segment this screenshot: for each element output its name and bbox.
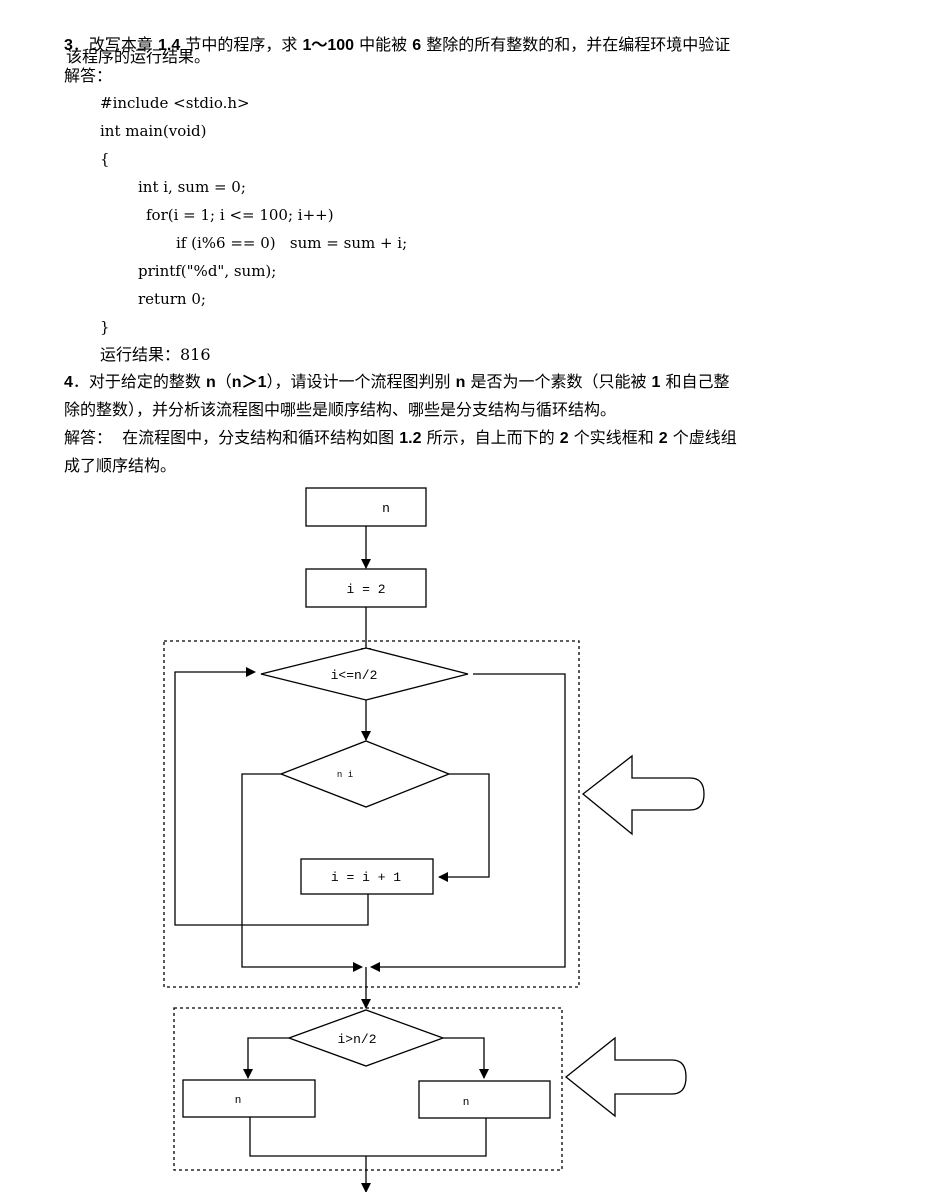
- code-line: int main(void): [100, 122, 207, 140]
- input-box-label: n: [382, 501, 390, 516]
- code-line: #include <stdio.h>: [100, 94, 250, 112]
- final-branch-left: [243, 1037, 289, 1079]
- code-line: return 0;: [138, 290, 206, 308]
- branch-right-line: [438, 773, 490, 882]
- loop-structure-box: [163, 640, 580, 988]
- loop-condition-label: i<=n/2: [331, 668, 378, 683]
- inner-condition-label: n i: [337, 770, 353, 780]
- input-box: [305, 487, 427, 527]
- question-number: 4: [64, 374, 73, 391]
- run-result: 运行结果：816: [100, 345, 211, 364]
- question-4-line2: 除的整数），并分析该流程图中哪些是顺序结构、哪些是分支结构与循环结构。: [64, 400, 617, 419]
- code-line: }: [100, 318, 110, 336]
- answer-label: 解答：: [64, 66, 113, 85]
- code-line: printf("%d", sum);: [138, 262, 277, 280]
- question-number: 3: [64, 37, 73, 54]
- merge-line: [249, 1117, 487, 1157]
- result-box-left: [182, 1079, 316, 1118]
- question-4-line1: 4．对于给定的整数 n（n＞1），请设计一个流程图判别 n 是否为一个素数（只能…: [64, 372, 730, 391]
- code-line: for(i = 1; i <= 100; i++): [146, 206, 334, 224]
- pointer-arrow-icon: [564, 1036, 687, 1118]
- loop-back-line: [174, 667, 369, 926]
- code-line: if (i%6 == 0) sum = sum + i;: [176, 234, 408, 252]
- answer-4-line1: 解答： 在流程图中，分支结构和循环结构如图 1.2 所示，自上而下的 2 个实线…: [64, 428, 737, 447]
- question-3-line1: 3．改写本章 1.4 节中的程序，求 1～100 中能被 6 整除的所有整数的和…: [64, 35, 731, 54]
- init-box-label: i = 2: [346, 582, 385, 597]
- final-condition-label: i>n/2: [337, 1032, 376, 1047]
- result-box-right: [418, 1080, 551, 1119]
- loop-condition-diamond: [260, 647, 469, 701]
- right-result-label: n: [463, 1097, 470, 1109]
- increment-label: i = i + 1: [331, 870, 401, 885]
- loop-exit-line: [370, 673, 566, 972]
- inner-condition-diamond: [279, 740, 451, 808]
- final-branch-right: [443, 1037, 489, 1079]
- branch-structure-box: [173, 1007, 563, 1171]
- left-result-label: n: [235, 1095, 242, 1107]
- code-line: {: [100, 150, 110, 168]
- increment-box: [300, 858, 434, 895]
- answer-4-line2: 成了顺序结构。: [64, 456, 177, 475]
- pointer-arrow-icon: [581, 754, 705, 836]
- init-box: [305, 568, 427, 608]
- question-3-line2: 该程序的运行结果。: [66, 47, 211, 66]
- code-line: int i, sum = 0;: [138, 178, 246, 196]
- branch-left-line: [241, 773, 363, 972]
